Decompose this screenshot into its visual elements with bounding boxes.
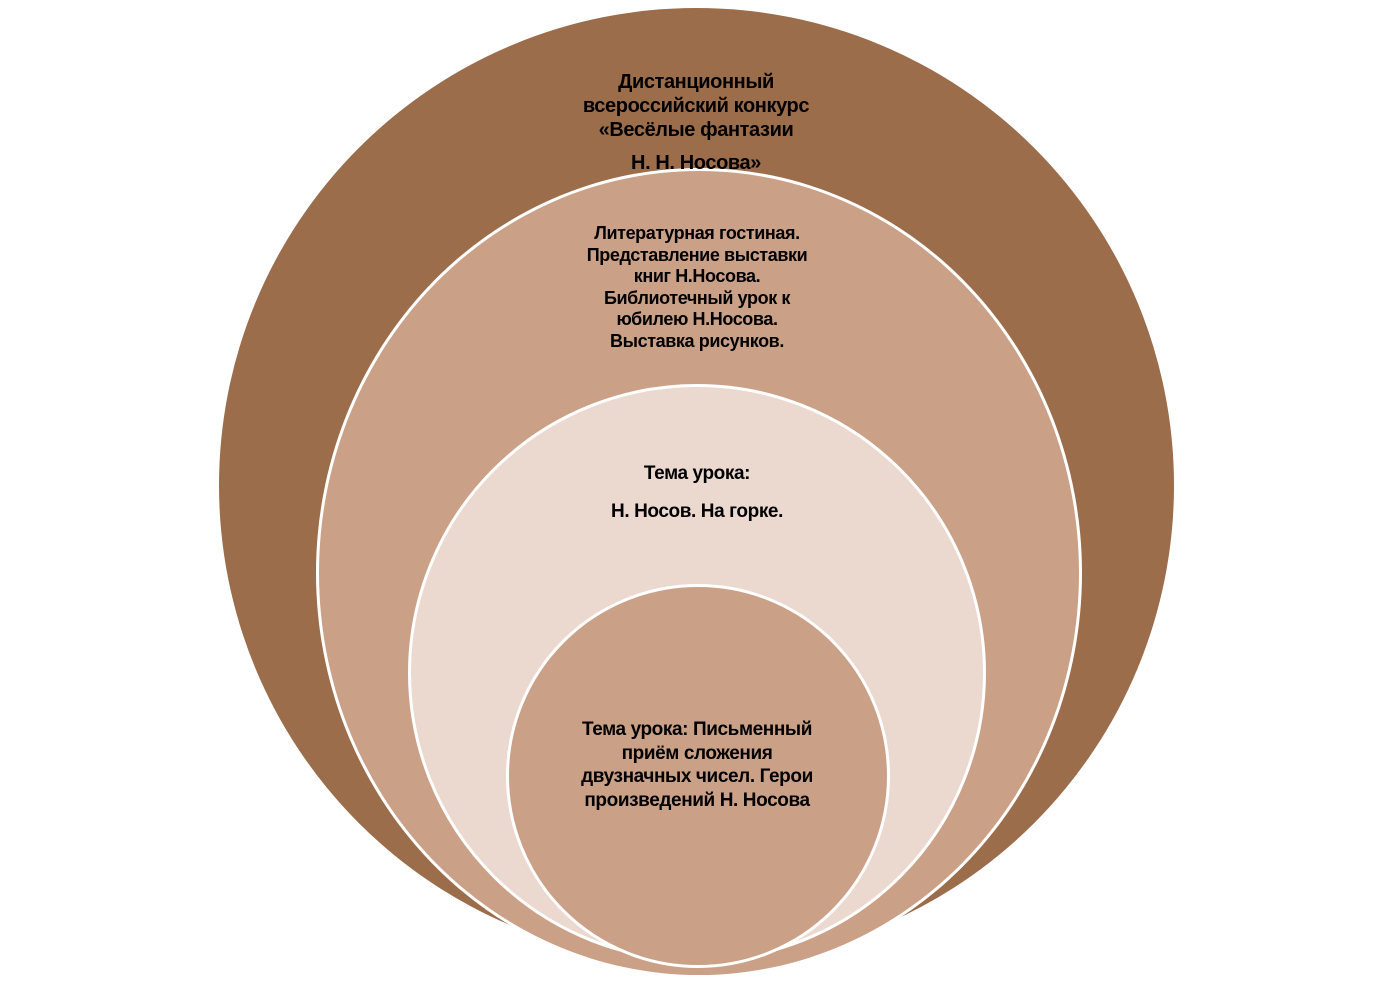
second-label-line: Представление выставки	[586, 244, 808, 265]
second-label-line: Библиотечный урок к	[603, 287, 791, 308]
outer-label-line: Н. Н. Носова»	[631, 152, 761, 174]
second-circle-label: Литературная гостиная. Представление выс…	[540, 223, 854, 352]
second-label-line: юбилею Н.Носова.	[616, 309, 778, 329]
outer-label-line: Дистанционный	[618, 71, 774, 93]
outer-label-line: всероссийский конкурс	[582, 95, 810, 117]
third-label-line: Тема урока:	[643, 463, 751, 484]
inner-label-line: Тема урока: Письменный	[581, 719, 813, 740]
second-label-line: Выставка рисунков.	[610, 330, 784, 351]
third-label-line: Н. Носов. На горке.	[611, 501, 783, 522]
outer-label-line: «Весёлые фантазии	[598, 119, 794, 141]
second-label-line: Литературная гостиная.	[594, 223, 800, 243]
inner-circle	[506, 584, 890, 968]
third-circle-label: Тема урока: Н. Носов. На горке.	[560, 462, 834, 523]
outer-circle-label: Дистанционный всероссийский конкурс «Вес…	[520, 70, 872, 175]
inner-label-line: произведений Н. Носова	[584, 789, 810, 811]
inner-label-line: двузначных чисел. Герои	[581, 766, 813, 787]
second-label-line: книг Н.Носова.	[633, 266, 761, 286]
inner-label-line: приём сложения	[621, 742, 773, 764]
inner-circle-label: Тема урока: Письменный приём сложения дв…	[540, 718, 854, 812]
